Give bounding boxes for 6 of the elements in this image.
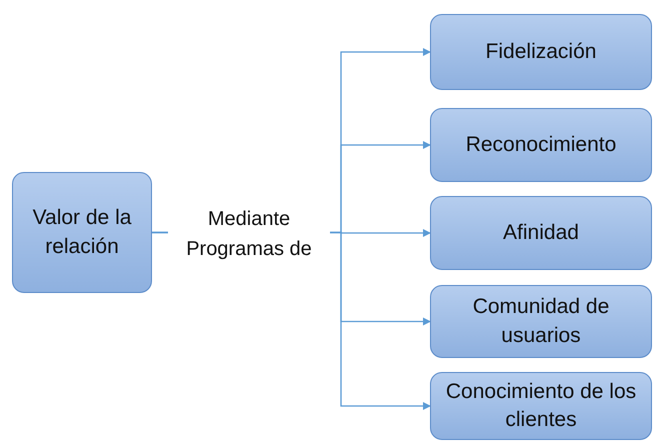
rounded-box: Comunidad de usuarios: [430, 285, 652, 358]
rounded-box: Valor de la relación: [12, 172, 152, 293]
rounded-box: Fidelización: [430, 14, 652, 90]
rounded-box: Reconocimiento: [430, 108, 652, 182]
rounded-box: Afinidad: [430, 196, 652, 270]
rounded-box: Conocimiento de los clientes: [430, 372, 652, 440]
